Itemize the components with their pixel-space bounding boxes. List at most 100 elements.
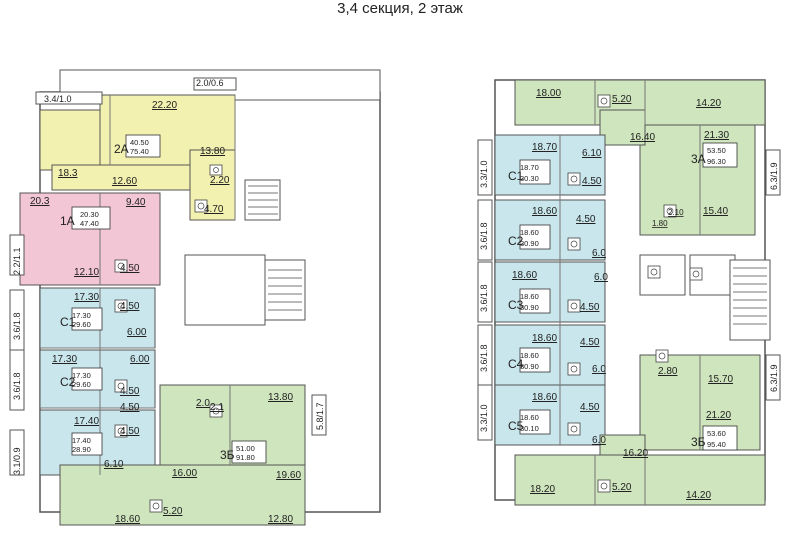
room-area-label: 18.60 (532, 206, 557, 217)
balcony-3.6a (477, 199, 493, 261)
room-area-label: 4.50 (120, 426, 140, 437)
room-area-label: 15.70 (708, 374, 733, 385)
room-area-label: 4.50 (120, 402, 140, 413)
room-area-label: 13.80 (200, 146, 225, 157)
room-area-label: 4.50 (580, 402, 600, 413)
room-area-label: 2.80 (658, 366, 678, 377)
balcony-label: 3.1/0.9 (12, 447, 22, 475)
room-area-label: 18.20 (530, 484, 555, 495)
toilet-icon (567, 362, 581, 376)
apartment-code: 3Б (691, 435, 706, 449)
toilet-icon (689, 267, 703, 281)
apartment-total-area: 30.30 (520, 174, 539, 183)
toilet-icon-bowl (117, 382, 125, 390)
room-area-label: 4.50 (576, 214, 596, 225)
apt-c3-summary (71, 432, 103, 456)
balcony-label: 3.6/1.8 (12, 372, 22, 400)
toilet-icon-bowl (197, 202, 205, 210)
room-area-label: 6.0 (592, 364, 606, 375)
apartment-living-area: 18.60 (520, 292, 539, 301)
toilet-icon (149, 499, 163, 513)
apartment-total-area: 30.90 (520, 303, 539, 312)
apartment-living-area: 17.30 (72, 311, 91, 320)
apt-3b-summary (702, 425, 738, 451)
toilet-icon-bowl (666, 207, 674, 215)
room-area-label: 6.00 (130, 354, 150, 365)
toilet-icon-bowl (658, 352, 666, 360)
apartment-living-area: 53.50 (707, 146, 726, 155)
room-area-label: 4.50 (120, 263, 140, 274)
room-area-label: 18.60 (115, 514, 140, 525)
room-area-label: 21.30 (704, 130, 729, 141)
toilet-icon (209, 164, 223, 176)
toilet-icon (597, 94, 611, 108)
section3-lift-core (184, 254, 266, 326)
apartment-total-area: 30.90 (520, 239, 539, 248)
room-area-label: 6.10 (104, 459, 124, 470)
section4-lift-core (639, 254, 686, 296)
toilet-icon-bowl (213, 167, 219, 173)
balcony-label: 3.3/1.0 (479, 160, 489, 188)
apartment-code: 3Б (220, 448, 235, 462)
apartment-total-area: 75.40 (130, 147, 149, 156)
room-area-label: 16.20 (623, 448, 648, 459)
toilet-icon (647, 265, 661, 279)
apt-c5-summary (519, 409, 551, 435)
room-area-label: 5.20 (612, 94, 632, 105)
balcony-label: 3.3/1.0 (479, 404, 489, 432)
toilet-icon (114, 299, 128, 313)
room-area-label: 13.80 (268, 392, 293, 403)
apt-c1-summary (71, 307, 103, 331)
apartment-code: 2А (114, 142, 129, 156)
toilet-icon (114, 259, 128, 273)
balcony-label: 3.6/1.8 (479, 222, 489, 250)
room-area-label: 12.80 (268, 514, 293, 525)
room-area-label: 6.0 (592, 248, 606, 259)
room-area-label: 5.20 (163, 506, 183, 517)
room-area-label: 15.40 (703, 206, 728, 217)
room-area-label: 18.60 (532, 392, 557, 403)
balcony-label: 5.8/1.7 (315, 402, 325, 430)
room-area-label: 5.20 (612, 482, 632, 493)
apt-2a-summary (125, 134, 161, 158)
apt-c2-summary (519, 224, 551, 250)
room-area-label: 6.10 (582, 148, 602, 159)
room-area-label: 12.60 (112, 176, 137, 187)
balcony-3.6b (9, 349, 25, 411)
room-area-label: 18.60 (532, 333, 557, 344)
apt-3b-room-c (514, 454, 766, 506)
balcony-label: 6.3/1.9 (769, 364, 779, 392)
toilet-icon-bowl (117, 302, 125, 310)
apt-3b-room-b (59, 464, 306, 526)
apartment-total-area: 30.10 (520, 424, 539, 433)
room-area-label: 12.10 (74, 267, 99, 278)
balcony-6.3b (765, 354, 781, 401)
room-area-label: 4.50 (120, 301, 140, 312)
room-area-label: 18.70 (532, 142, 557, 153)
balcony-3.3b (477, 384, 493, 441)
balcony-label: 6.3/1.9 (769, 162, 779, 190)
room-area-label: 18.60 (512, 270, 537, 281)
page-title: 3,4 секция, 2 этаж (337, 0, 463, 17)
section3-stair (264, 259, 306, 321)
apartment-code: С5 (508, 419, 524, 433)
toilet-icon-bowl (570, 365, 578, 373)
room-area-label: 14.20 (686, 490, 711, 501)
balcony-6.3a (765, 149, 781, 196)
apt-c4-summary (519, 347, 551, 373)
toilet-icon (567, 422, 581, 436)
toilet-icon-bowl (570, 175, 578, 183)
room-area-label: 1.80 (652, 219, 668, 228)
apartment-living-area: 20.30 (80, 210, 99, 219)
room-area-label: 6.0 (594, 272, 608, 283)
balcony-3.6b (477, 261, 493, 323)
toilet-icon-bowl (600, 482, 608, 490)
toilet-icon-bowl (570, 425, 578, 433)
room-area-label: 4.50 (580, 337, 600, 348)
toilet-icon (567, 299, 581, 313)
balcony-3.1 (9, 429, 25, 476)
room-area-label: 21.20 (706, 410, 731, 421)
balcony-label: 3.6/1.8 (12, 312, 22, 340)
apartment-living-area: 17.40 (72, 436, 91, 445)
